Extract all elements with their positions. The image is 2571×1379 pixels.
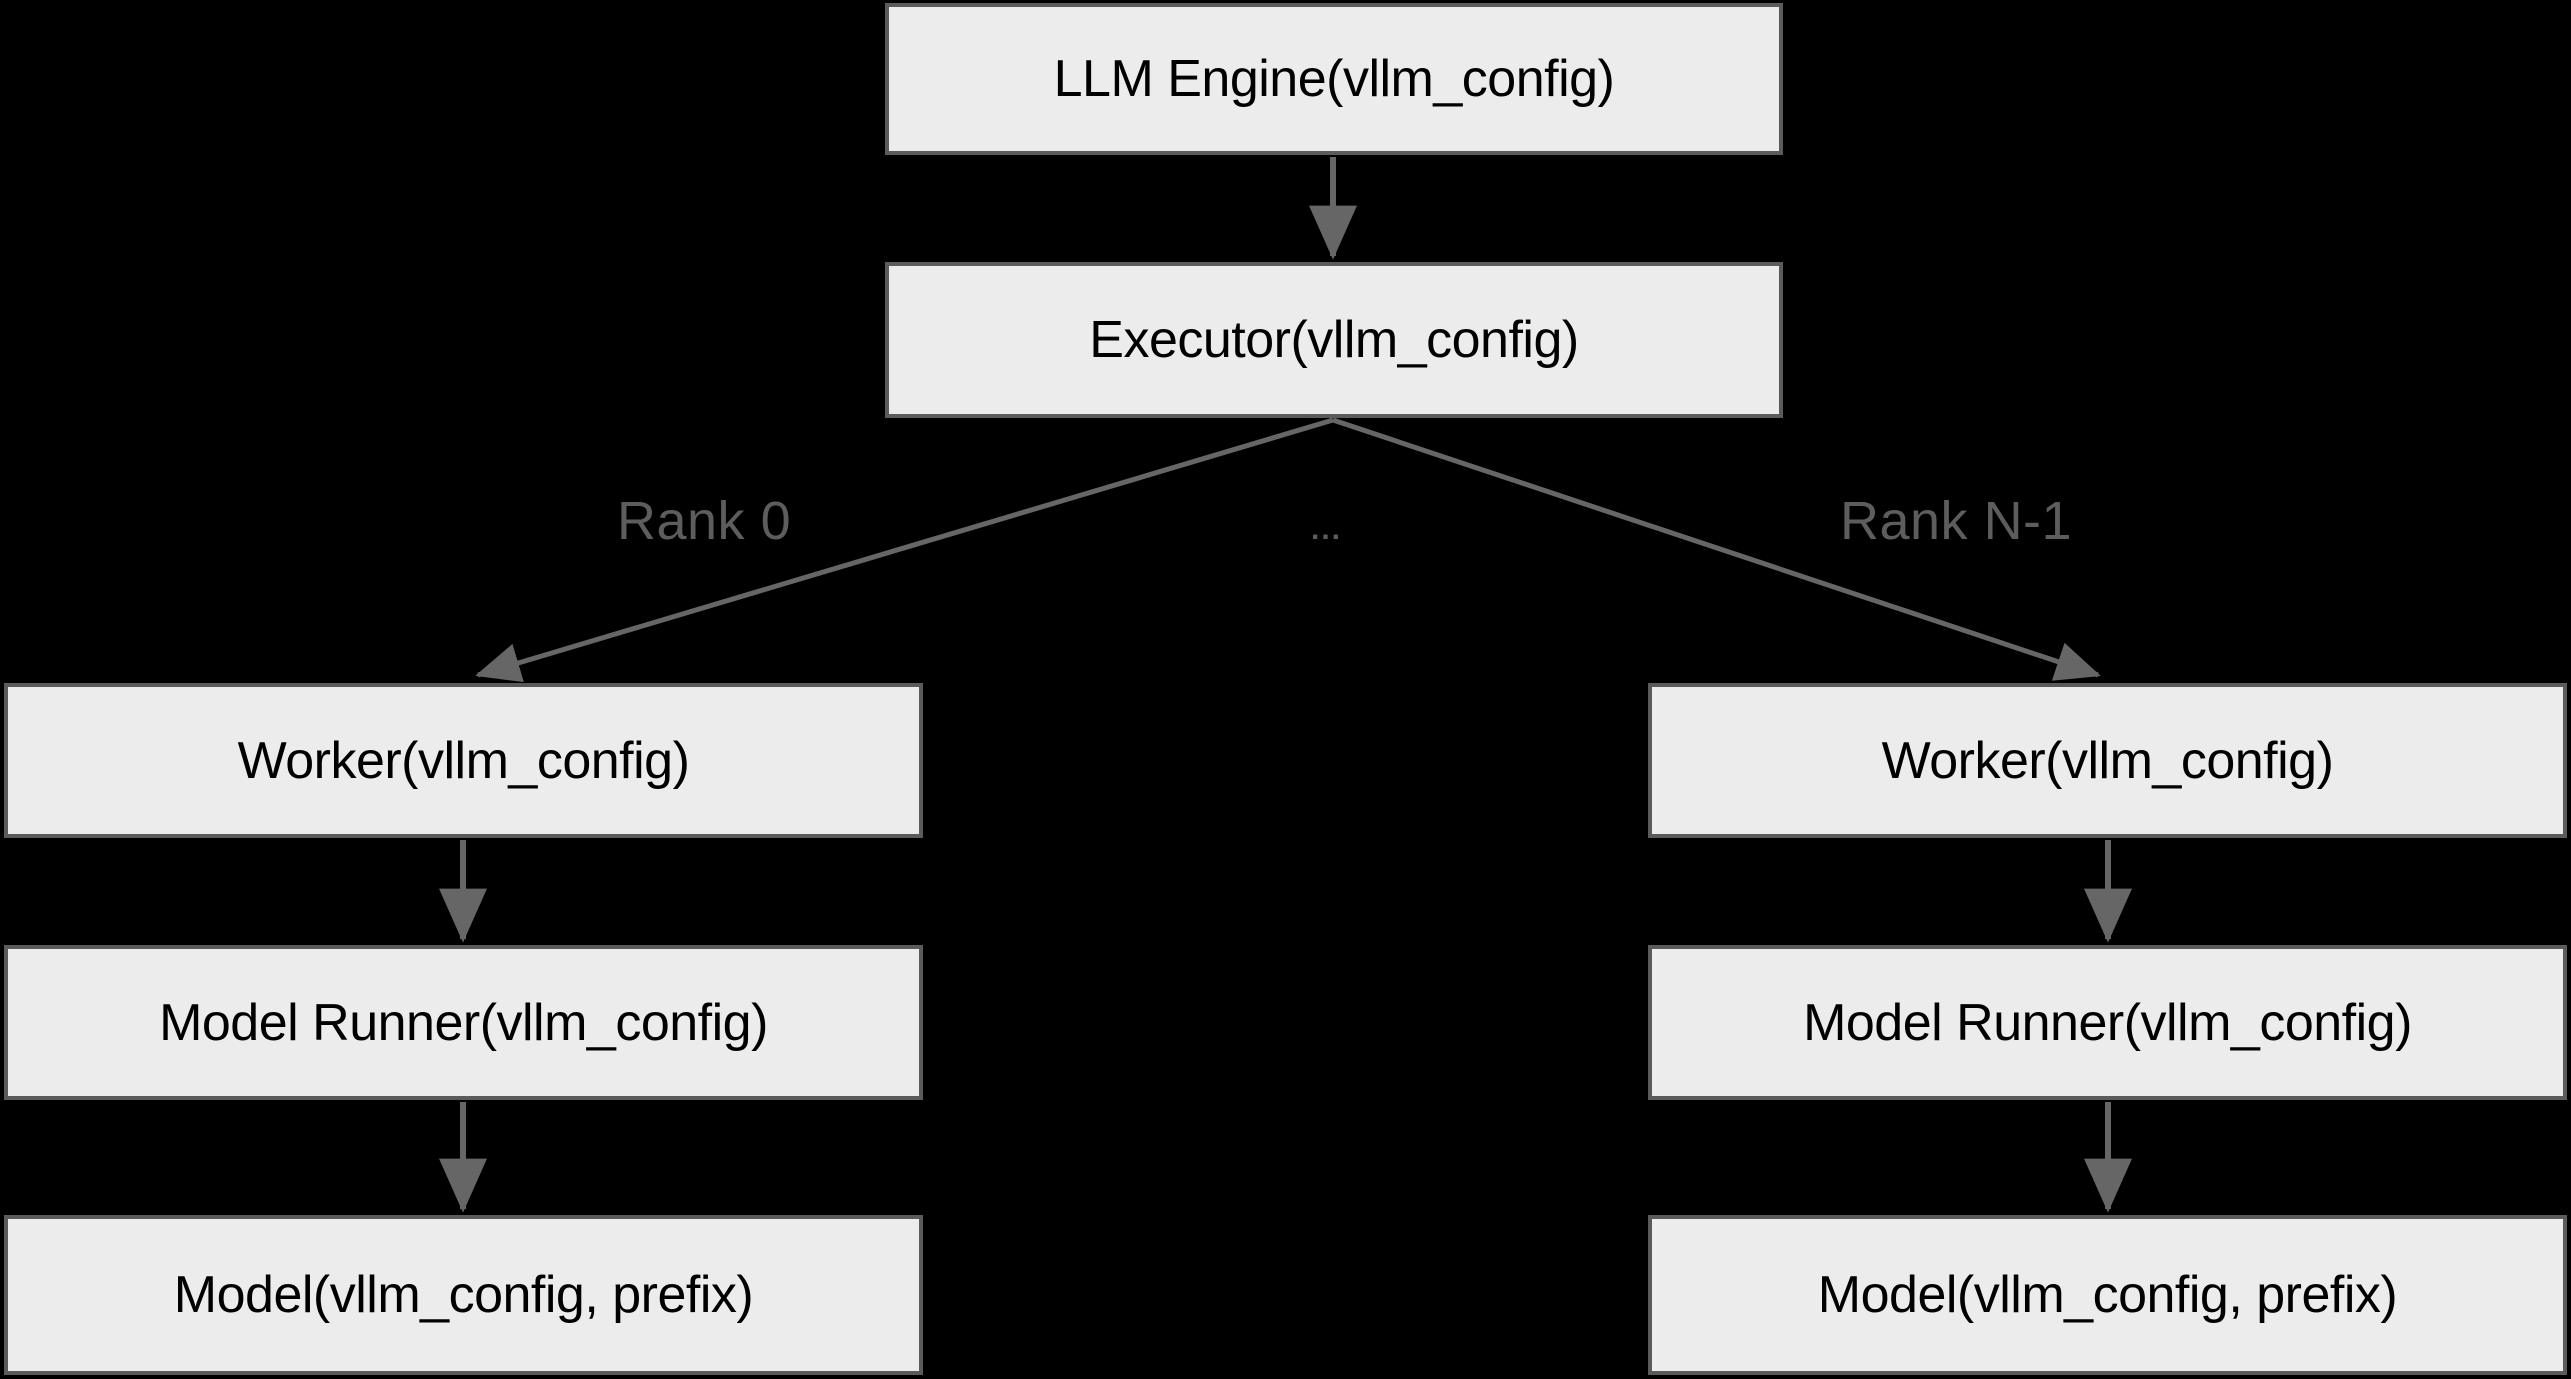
node-worker-rank-0[interactable]: Worker(vllm_config) xyxy=(4,683,923,838)
node-executor[interactable]: Executor(vllm_config) xyxy=(885,262,1783,418)
node-model-runner-rank-n-1[interactable]: Model Runner(vllm_config) xyxy=(1648,945,2567,1100)
node-worker-rank-n-1[interactable]: Worker(vllm_config) xyxy=(1648,683,2567,838)
node-executor-label: Executor(vllm_config) xyxy=(1089,311,1579,369)
node-model-runner-rank-0-label: Model Runner(vllm_config) xyxy=(159,993,768,1052)
edge-label-rank-ellipsis: ... xyxy=(1311,513,1343,546)
node-model-rank-0[interactable]: Model(vllm_config, prefix) xyxy=(4,1215,923,1375)
node-model-rank-n-1-label: Model(vllm_config, prefix) xyxy=(1817,1266,2398,1324)
node-worker-rank-n-1-label: Worker(vllm_config) xyxy=(1881,731,2334,790)
node-model-runner-rank-0[interactable]: Model Runner(vllm_config) xyxy=(4,945,923,1100)
node-llm-engine-label: LLM Engine(vllm_config) xyxy=(1053,50,1615,108)
edge-label-rank-0: Rank 0 xyxy=(617,491,792,551)
node-llm-engine[interactable]: LLM Engine(vllm_config) xyxy=(885,3,1783,155)
node-model-runner-rank-n-1-label: Model Runner(vllm_config) xyxy=(1803,993,2412,1052)
node-worker-rank-0-label: Worker(vllm_config) xyxy=(237,731,690,790)
node-model-rank-n-1[interactable]: Model(vllm_config, prefix) xyxy=(1648,1215,2567,1375)
edge-executor-to-worker-left xyxy=(475,417,1334,683)
edge-label-rank-n-1: Rank N-1 xyxy=(1840,491,2073,551)
node-model-rank-0-label: Model(vllm_config, prefix) xyxy=(173,1266,754,1324)
